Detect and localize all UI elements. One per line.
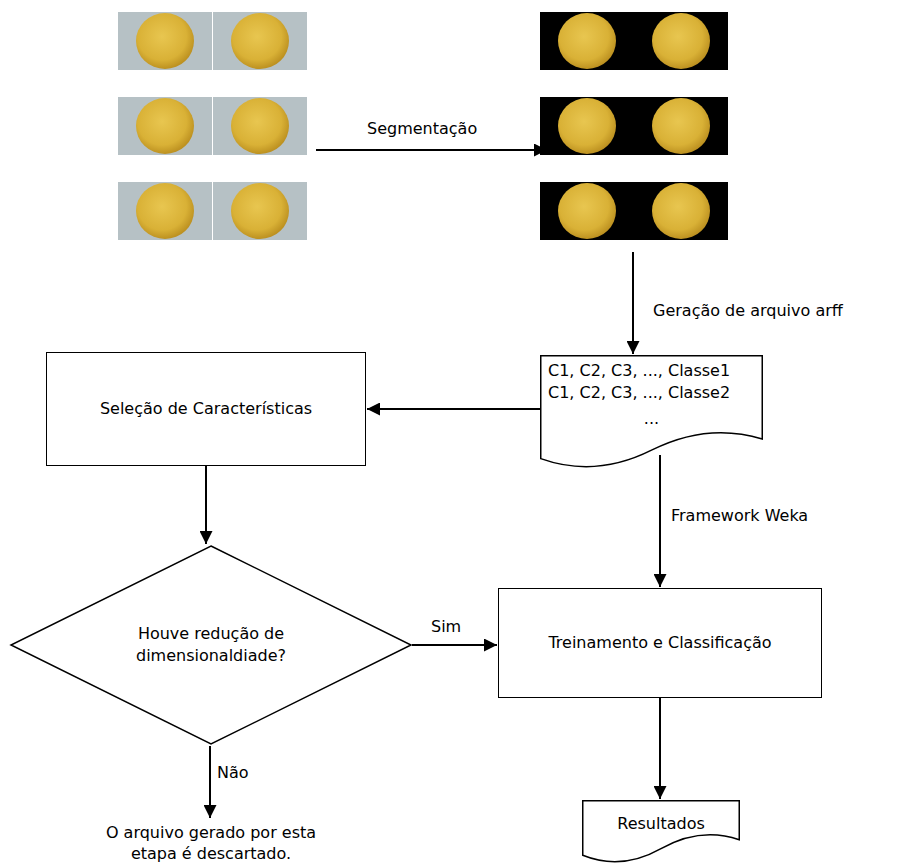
process-box: Seleção de Características — [46, 352, 366, 466]
node-text: C1, C2, C3, ..., Classe1 — [548, 360, 730, 382]
decision-diamond: Houve redução de dimensionaldiade? — [10, 545, 412, 745]
fruit-photo — [634, 12, 728, 70]
outline — [583, 801, 740, 862]
flow-arrow — [659, 455, 661, 587]
node-text: ... — [644, 408, 659, 430]
fruit — [231, 183, 289, 239]
fruit — [136, 183, 194, 239]
node-text: Seleção de Características — [100, 398, 312, 420]
segmentation-arrow — [316, 149, 547, 151]
photo-ground — [540, 97, 634, 155]
fruit-photo — [118, 12, 212, 70]
flow-arrow — [412, 644, 497, 646]
photo-ground — [118, 182, 212, 240]
photo-grid — [118, 12, 728, 240]
data-document: C1, C2, C3, ..., Classe1C1, C2, C3, ...,… — [540, 355, 763, 467]
photo-ground — [213, 12, 307, 70]
flow-arrow — [205, 466, 207, 544]
photo-ground — [540, 182, 634, 240]
outline — [541, 356, 763, 467]
fruit-photo — [213, 12, 307, 70]
flow-arrow — [367, 408, 540, 410]
discard-arrow — [209, 746, 211, 818]
fruit — [652, 13, 710, 69]
fruit-photo — [118, 182, 212, 240]
photo-ground — [634, 182, 728, 240]
result-document: Resultados — [582, 800, 740, 862]
fruit — [558, 183, 616, 239]
photo-ground — [118, 12, 212, 70]
fruit — [558, 98, 616, 154]
fruit — [652, 183, 710, 239]
arff-arrow — [632, 252, 634, 354]
fruit-photo — [634, 182, 728, 240]
outline — [11, 546, 411, 744]
fruit — [136, 13, 194, 69]
diamond-outline — [10, 545, 412, 745]
fruit-photo — [213, 97, 307, 155]
edge-label: Framework Weka — [670, 505, 809, 526]
note-text: O arquivo gerado por esta etapa é descar… — [92, 822, 330, 864]
photo-ground — [540, 12, 634, 70]
fruit-photo — [634, 97, 728, 155]
process-box: Treinamento e Classificação — [498, 588, 822, 698]
fruit-photo — [540, 182, 634, 240]
node-text: Houve redução de dimensionaldiade? — [121, 623, 301, 667]
node-text: Resultados — [617, 813, 705, 835]
photo-ground — [634, 97, 728, 155]
node-text: C1, C2, C3, ..., Classe2 — [548, 382, 730, 404]
photo-ground — [213, 182, 307, 240]
fruit-photo — [540, 97, 634, 155]
fruit-photo — [213, 182, 307, 240]
fruit — [231, 98, 289, 154]
photo-ground — [118, 97, 212, 155]
fruit — [652, 98, 710, 154]
fruit — [136, 98, 194, 154]
step-label: Segmentação — [366, 118, 478, 139]
fruit-photo — [540, 12, 634, 70]
flow-arrow — [659, 698, 661, 799]
fruit — [231, 13, 289, 69]
node-text: Treinamento e Classificação — [548, 632, 771, 654]
edge-label: Sim — [430, 616, 462, 637]
fruit — [558, 13, 616, 69]
photo-ground — [634, 12, 728, 70]
step-label: Geração de arquivo arff — [652, 300, 844, 321]
fruit-photo — [118, 97, 212, 155]
branch-label: Não — [216, 762, 250, 783]
photo-ground — [213, 97, 307, 155]
